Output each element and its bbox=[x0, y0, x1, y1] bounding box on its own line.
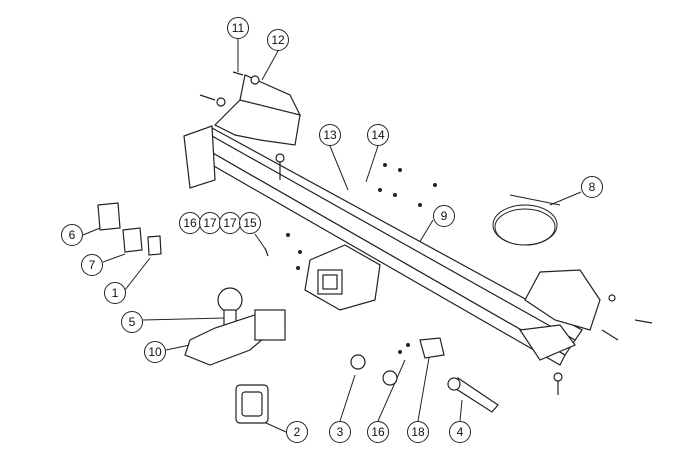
callout-2: 2 bbox=[286, 421, 308, 443]
callout-1: 1 bbox=[104, 282, 126, 304]
bracket-plate bbox=[419, 337, 445, 359]
callout-17: 17 bbox=[199, 212, 221, 234]
left-bracket bbox=[213, 74, 302, 146]
callout-6: 6 bbox=[61, 224, 83, 246]
crossbeam bbox=[183, 125, 583, 366]
callout-9: 9 bbox=[433, 205, 455, 227]
receiver-cover bbox=[235, 384, 269, 424]
callout-3: 3 bbox=[329, 421, 351, 443]
callout-13: 13 bbox=[319, 124, 341, 146]
stickers bbox=[97, 202, 162, 256]
callout-14: 14 bbox=[367, 124, 389, 146]
callout-7: 7 bbox=[81, 254, 103, 276]
callout-18: 18 bbox=[407, 421, 429, 443]
shackles bbox=[350, 354, 398, 386]
right-bracket bbox=[518, 269, 601, 361]
hitch-pin bbox=[447, 377, 499, 413]
leader-lines bbox=[82, 39, 582, 433]
callout-17: 17 bbox=[219, 212, 241, 234]
receiver-hitch bbox=[304, 244, 381, 311]
callout-4: 4 bbox=[449, 421, 471, 443]
callout-16: 16 bbox=[179, 212, 201, 234]
callout-8: 8 bbox=[581, 176, 603, 198]
callout-15: 15 bbox=[239, 212, 261, 234]
callout-16: 16 bbox=[367, 421, 389, 443]
nuts bbox=[286, 163, 437, 354]
wiring-coil bbox=[492, 194, 561, 246]
callout-11: 11 bbox=[227, 17, 249, 39]
tow-ball-assembly bbox=[184, 287, 286, 366]
callout-5: 5 bbox=[121, 311, 143, 333]
callout-12: 12 bbox=[267, 29, 289, 51]
callout-10: 10 bbox=[144, 341, 166, 363]
bolts bbox=[199, 71, 653, 395]
